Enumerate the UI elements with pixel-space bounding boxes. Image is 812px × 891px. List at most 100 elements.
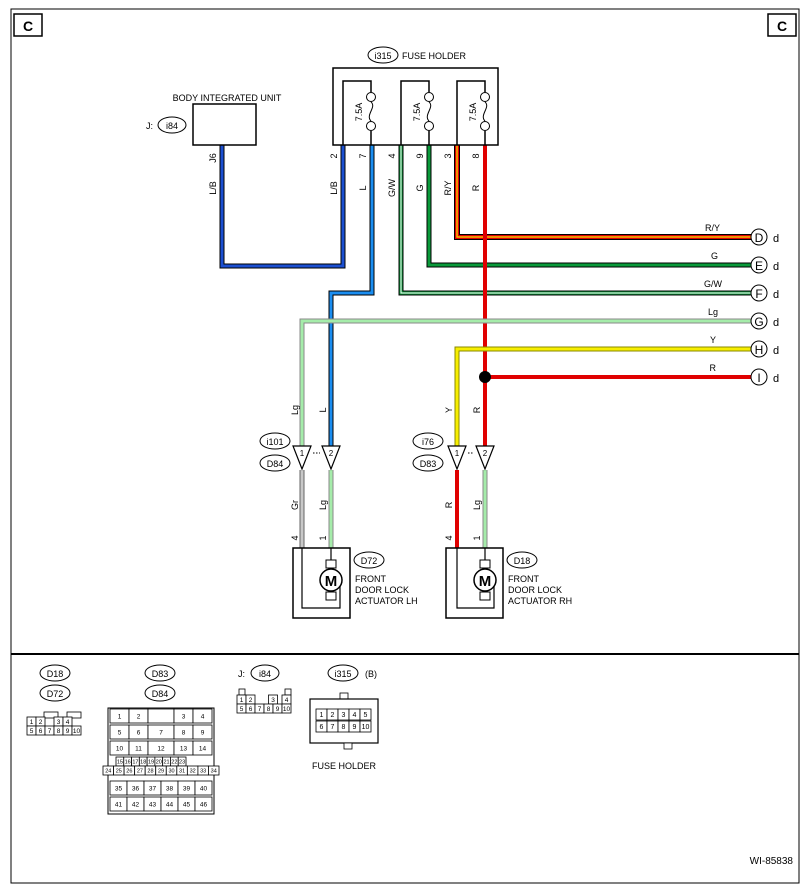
pin-cell: [194, 796, 213, 812]
fuse-pin: 9: [415, 153, 425, 158]
pin-number: 38: [166, 785, 174, 792]
biu-pin: J6: [208, 153, 218, 163]
pin-number: 13: [180, 745, 188, 752]
legend-label: D72: [47, 689, 64, 699]
pin-number: 6: [39, 728, 43, 735]
connector-pin: 2: [329, 449, 334, 458]
offpage-letter: G: [754, 315, 763, 329]
offpage-suffix: d: [773, 373, 779, 385]
fuse-3-rating: 7.5A: [468, 103, 478, 122]
offpage-suffix: d: [773, 233, 779, 245]
pin-number: 30: [168, 768, 174, 774]
pin-number: 10: [283, 706, 291, 713]
offpage-wire-code: R: [710, 363, 717, 373]
offpage-letter: H: [755, 343, 764, 357]
connector-pin: 1: [455, 449, 460, 458]
offpage-wire-code: Y: [710, 335, 716, 345]
wire-code: R/Y: [443, 180, 453, 195]
pin-number: 27: [137, 768, 143, 774]
legend-label: D84: [152, 689, 169, 699]
wire-code: R: [444, 501, 454, 508]
wire-g-w: [398, 145, 751, 296]
fuse-pin: 4: [387, 153, 397, 158]
pin-number: 9: [276, 706, 280, 713]
pin-number: 5: [30, 728, 34, 735]
motor-symbol: M: [479, 573, 492, 590]
fuse-2-rating: 7.5A: [412, 103, 422, 122]
offpage-letter: I: [757, 371, 760, 385]
pin-number: 7: [48, 728, 52, 735]
motor-icon: [473, 568, 497, 592]
pin-number: 20: [156, 759, 162, 765]
legend-label: D18: [47, 669, 64, 679]
legend-label: i84: [259, 669, 271, 679]
connector-i101-d84: Lg L i101 D84 1 2 Gr Lg 4 1: [259, 405, 341, 541]
fuse-3: 7.5A: [456, 80, 490, 145]
corner-mark-right: C: [767, 13, 797, 37]
connector-outline: [284, 688, 292, 696]
pin-number: 12: [157, 745, 165, 752]
wire-code: Lg: [472, 500, 482, 510]
pin-number: 39: [183, 785, 191, 792]
pin-number: 29: [158, 768, 164, 774]
actuator-pin: 1: [472, 535, 482, 540]
pin-number: 17: [132, 759, 138, 765]
actuator-rh: M D18 FRONT DOOR LOCK ACTUATOR RH: [445, 547, 572, 619]
connector-lower-label: D84: [267, 459, 284, 469]
figure-id: WI-85838: [750, 856, 794, 867]
pin-number: 6: [137, 729, 141, 736]
pin-cell: [359, 708, 372, 721]
offpage-letter: D: [755, 231, 764, 245]
actuator-pin: 4: [444, 535, 454, 540]
pin-cell: [208, 765, 220, 776]
pin-number: 8: [342, 724, 346, 731]
fuse-holder: i315 FUSE HOLDER 7.5A 7.5A: [329, 46, 499, 197]
fuse-pin: 8: [471, 153, 481, 158]
pin-number: 2: [249, 697, 253, 704]
corner-mark-right-text: C: [777, 18, 787, 34]
pin-number: 3: [342, 712, 346, 719]
pin-number: 6: [320, 724, 324, 731]
pin-number: 42: [132, 801, 140, 808]
wire-code: L/B: [329, 181, 339, 195]
pin-number: 10: [362, 724, 370, 731]
wire-lg: [299, 318, 751, 448]
wire-y: [454, 346, 751, 448]
pin-number: 5: [240, 706, 244, 713]
pin-cell: [192, 724, 213, 740]
fuse-pin: 3: [443, 153, 453, 158]
pin-number: 1: [320, 712, 324, 719]
pin-cell: [194, 780, 213, 796]
connector-outline: [43, 711, 59, 719]
pin-number: 22: [171, 759, 177, 765]
wire-code: G: [415, 184, 425, 191]
diagram-frame: [10, 8, 800, 884]
pin-cell: [359, 720, 372, 733]
actuator-connector: D18: [514, 556, 531, 566]
wire-code: Lg: [318, 500, 328, 510]
pin-cell: [192, 740, 213, 756]
corner-mark-left-text: C: [23, 18, 33, 34]
pin-number: 1: [30, 719, 34, 726]
pin-number: 7: [258, 706, 262, 713]
pin-cell: [281, 703, 292, 714]
legend-caption: FUSE HOLDER: [312, 761, 377, 771]
offpage-e: G E d: [711, 251, 779, 274]
pin-number: 37: [149, 785, 157, 792]
connector-upper-label: i76: [422, 437, 434, 447]
pin-number: 7: [159, 729, 163, 736]
pin-number: 2: [331, 712, 335, 719]
pin-number: 25: [116, 768, 122, 774]
pin-number: 4: [285, 697, 289, 704]
fuse-2: 7.5A: [400, 80, 434, 145]
motor-icon: [319, 568, 343, 592]
wire-r: [479, 145, 751, 448]
offpage-g: Lg G d: [708, 307, 779, 330]
actuator-lh: M D72 FRONT DOOR LOCK ACTUATOR LH: [292, 547, 418, 619]
